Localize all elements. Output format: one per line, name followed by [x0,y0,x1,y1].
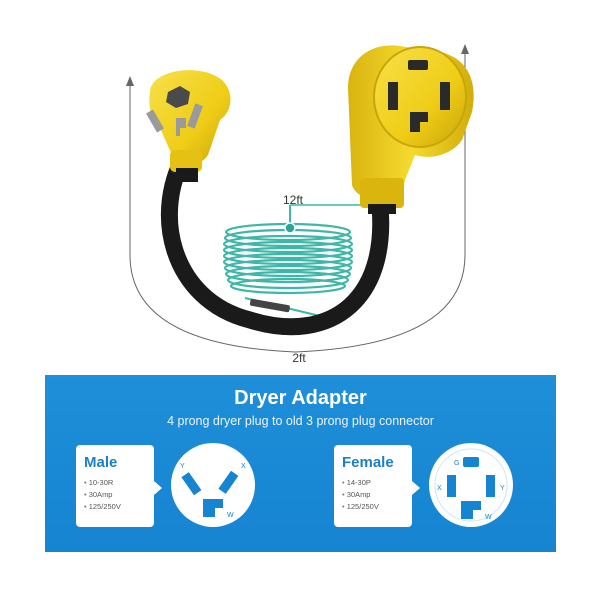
female-spec-item: 14-30P [342,477,379,489]
banner-title: Dryer Adapter [234,387,367,409]
male-pin-w: W [227,512,234,519]
male-spec-list: 10-30R 30Amp 125/250V [84,477,121,513]
black-cable [160,141,390,336]
female-spec-item: 30Amp [342,489,379,501]
female-connector [348,45,474,214]
info-banner: Dryer Adapter 4 prong dryer plug to old … [45,375,556,552]
product-photo [126,44,474,353]
female-pin-g: G [454,460,459,467]
male-spec-item: 30Amp [84,489,121,501]
female-spec-list: 14-30P 30Amp 125/250V [342,477,379,513]
banner-subtitle: 4 prong dryer plug to old 3 prong plug c… [167,414,434,428]
female-pin-w: W [485,514,492,521]
dimension-arrow-icon [126,44,469,353]
female-outlet-face-icon: G X Y W [429,443,513,527]
adapter-length-label: 2ft [292,351,306,365]
male-pin-y: Y [180,463,185,470]
male-pin-x: X [241,463,246,470]
female-spec-item: 125/250V [342,501,379,513]
male-spec-card: Male 10-30R 30Amp 125/250V [76,445,162,527]
female-title: Female [342,454,394,471]
male-plug [146,70,231,182]
coiled-cable [222,204,390,317]
cable-length-label: 12ft [282,193,303,207]
male-plug-face-icon: Y X W [171,443,255,527]
female-pin-x: X [437,485,442,492]
male-spec-item: 10-30R [84,477,121,489]
female-pin-y: Y [500,485,505,492]
male-spec-item: 125/250V [84,501,121,513]
female-spec-card: Female 14-30P 30Amp 125/250V [334,445,420,527]
male-title: Male [84,454,118,471]
